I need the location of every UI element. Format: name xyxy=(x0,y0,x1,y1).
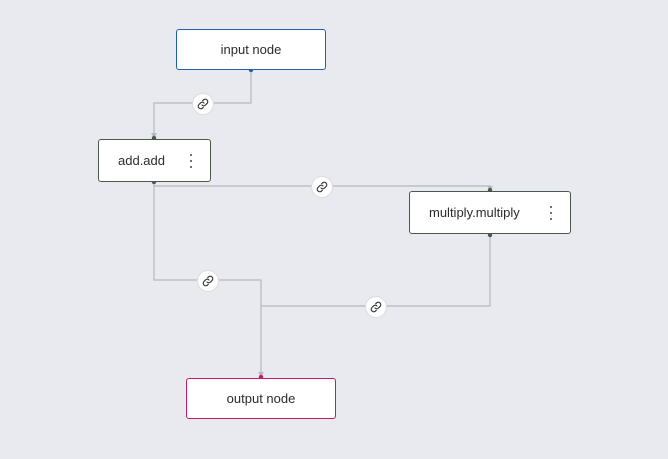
edge-link-badge-add-output[interactable] xyxy=(198,271,218,291)
arrowhead-add-in xyxy=(151,133,157,138)
link-icon xyxy=(370,301,382,313)
link-icon xyxy=(197,98,209,110)
add-node[interactable]: add.add xyxy=(98,139,211,182)
more-vertical-icon[interactable] xyxy=(546,205,556,220)
add-node-label: add.add xyxy=(118,153,165,168)
link-icon xyxy=(202,275,214,287)
multiply-node-label: multiply.multiply xyxy=(429,205,520,220)
input-node[interactable]: input node xyxy=(176,29,326,70)
output-node[interactable]: output node xyxy=(186,378,336,419)
edge-link-badge-add-multiply[interactable] xyxy=(312,177,332,197)
arrowhead-output-in xyxy=(258,372,264,377)
more-vertical-icon[interactable] xyxy=(186,153,196,168)
link-icon xyxy=(316,181,328,193)
edge-multiply-to-output[interactable] xyxy=(261,235,491,307)
output-node-label: output node xyxy=(226,391,296,406)
edge-link-badge-input-add[interactable] xyxy=(193,94,213,114)
multiply-node[interactable]: multiply.multiply xyxy=(409,191,571,234)
edge-link-badge-multiply-output[interactable] xyxy=(366,297,386,317)
input-node-label: input node xyxy=(220,42,282,57)
